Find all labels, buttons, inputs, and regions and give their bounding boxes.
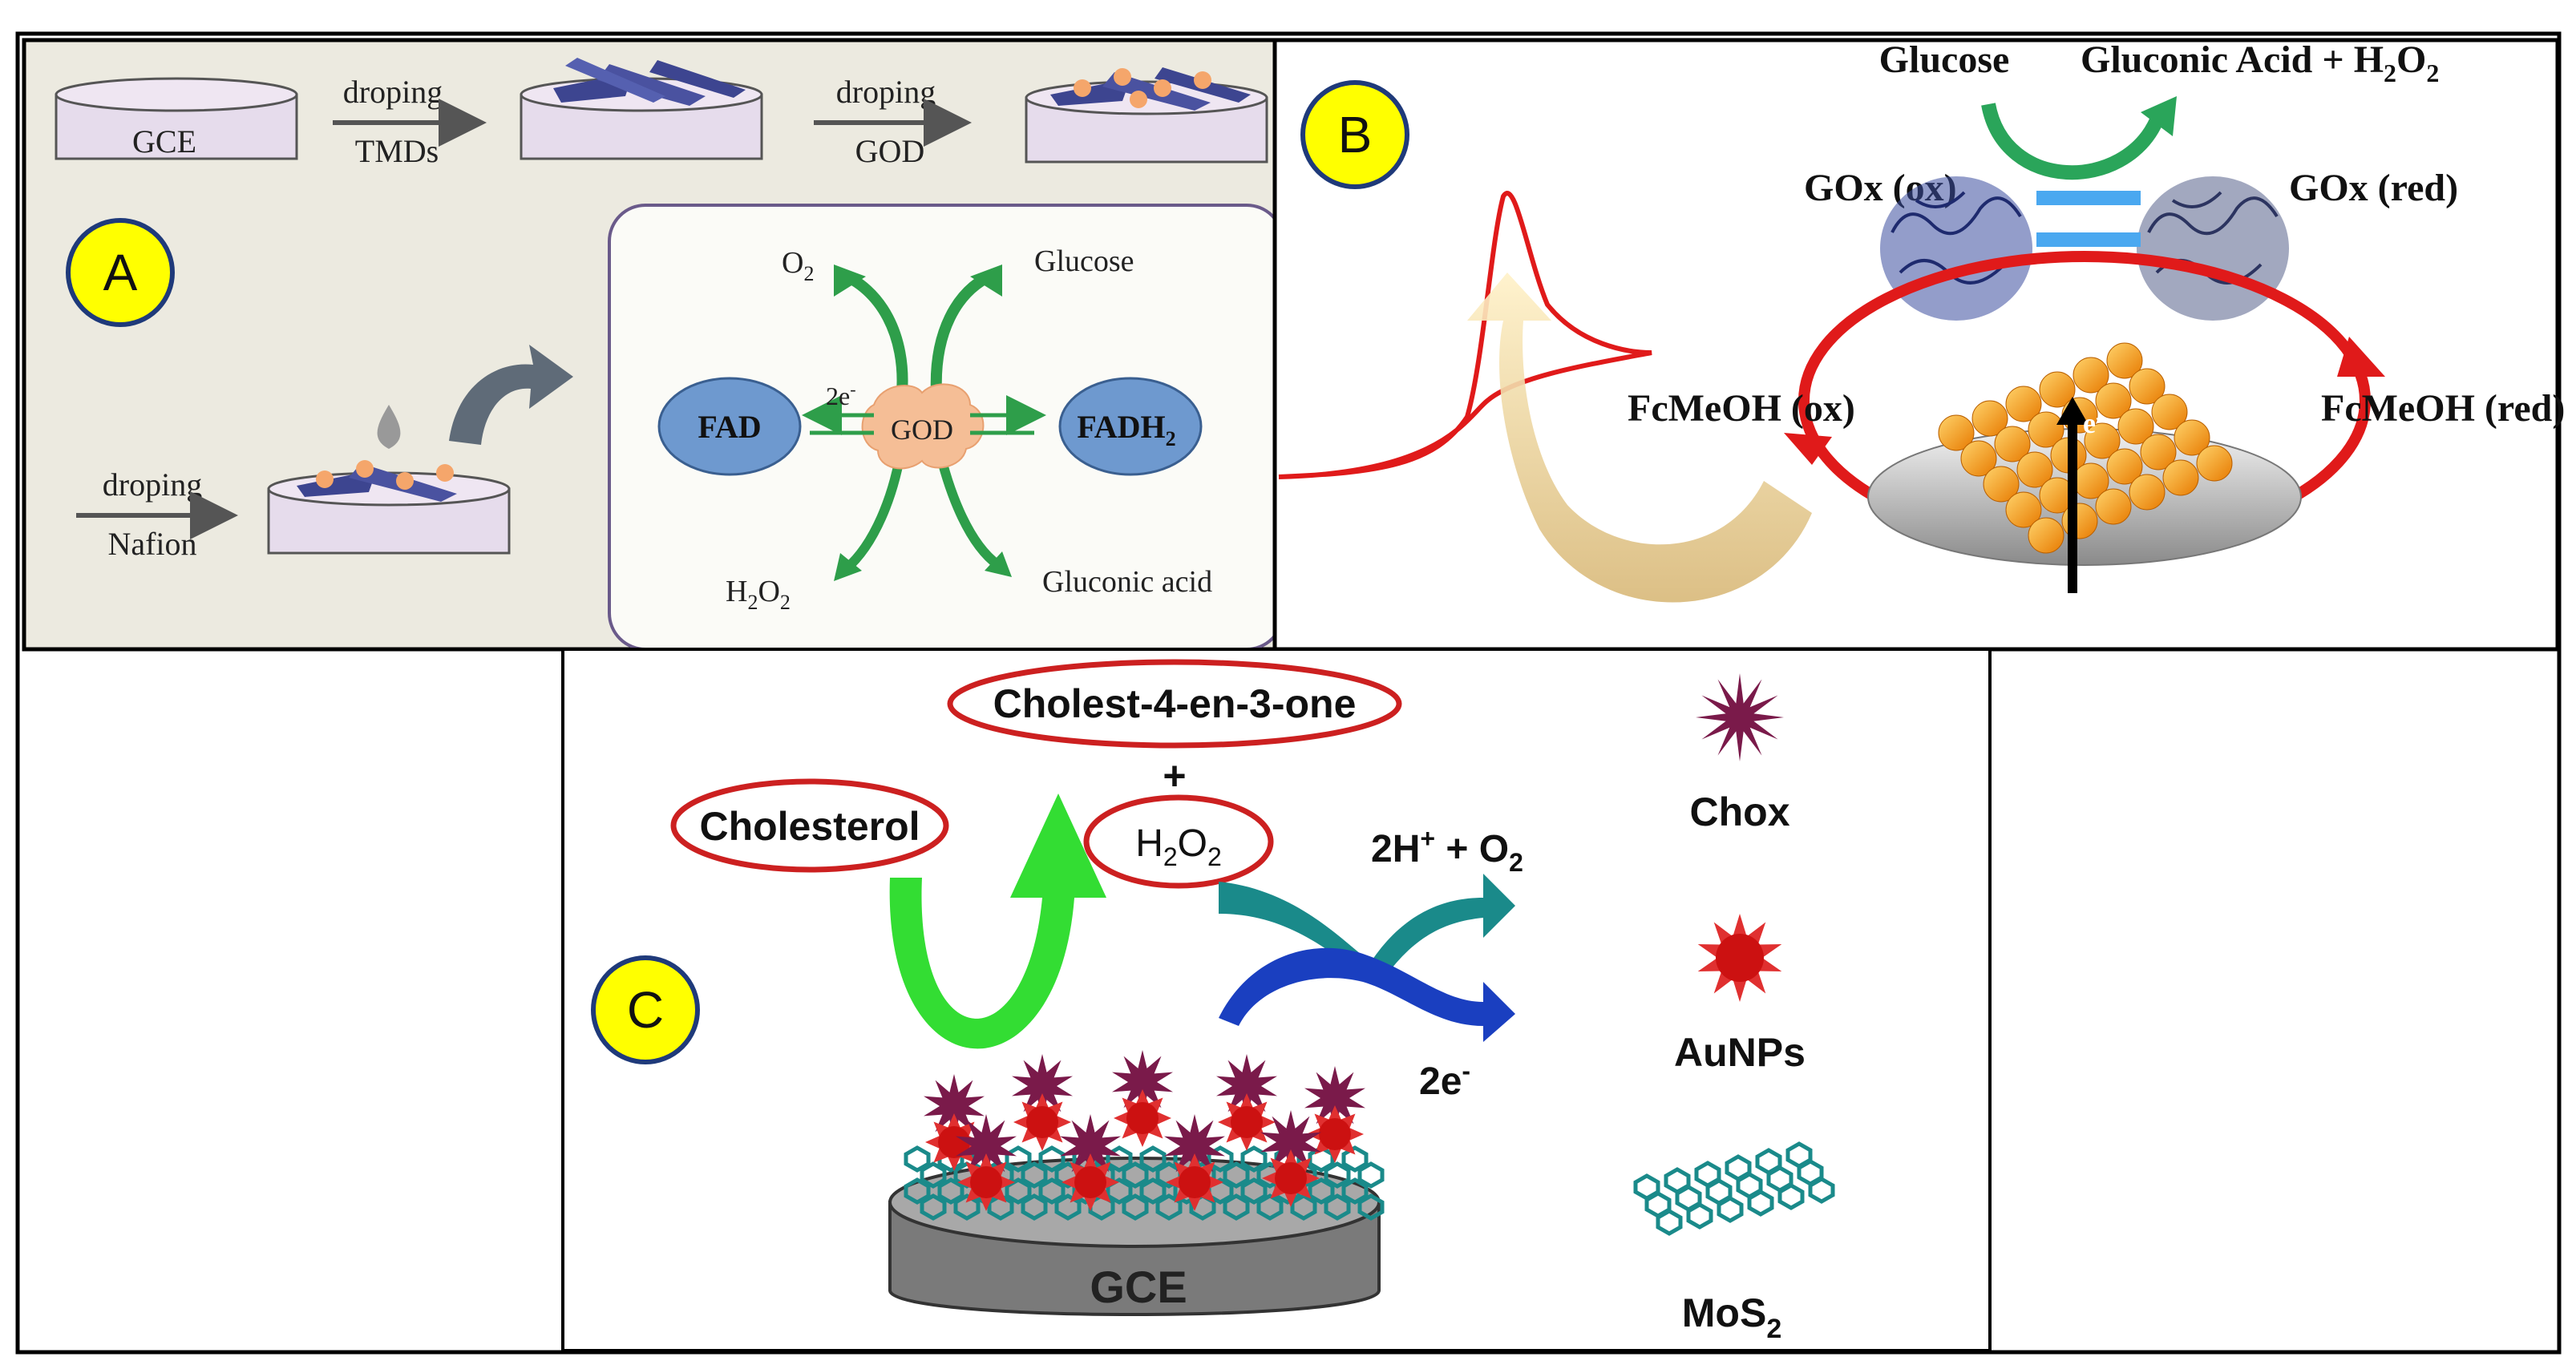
h2o2-label-c: H2O2: [1135, 822, 1222, 871]
products-label: 2H+ + O2: [1371, 824, 1523, 877]
legend-chox: Chox: [1690, 673, 1790, 834]
gox-enzyme-red: [2137, 176, 2289, 321]
svg-text:C: C: [627, 981, 664, 1039]
panel-a-badge: A: [66, 218, 175, 327]
fcmeoh-ox-label: FcMeOH (ox): [1628, 387, 1855, 430]
cholesterol-ellipse: [670, 778, 949, 873]
fadh2-node: [1058, 377, 1203, 476]
cholestenone-ellipse: [947, 659, 1402, 749]
aunp-icon: [1697, 914, 1782, 1002]
chox-icon: [1696, 673, 1784, 761]
cholesterol-conversion-arrow: [889, 794, 1106, 1049]
panel-c: C Cholest-4-en-3-one Cholesterol + H2O2 …: [561, 648, 1992, 1352]
gluconic-label-b: Gluconic Acid + H2O2: [2081, 38, 2439, 87]
electrode-final: [267, 405, 511, 555]
fadh2-label: FADH2: [1077, 409, 1175, 450]
electrode-tmds: [520, 58, 763, 160]
nanocomposite-particles: [924, 1050, 1365, 1211]
cv-curve: [1278, 191, 1652, 479]
gox-enzyme-ox: [1880, 176, 2032, 321]
electron-transfer-arrows: [2036, 191, 2141, 205]
cholestenone-label: Cholest-4-en-3-one: [993, 681, 1357, 726]
step2-top-label: droping: [836, 74, 936, 110]
two-electron-label: 2e-: [826, 379, 856, 410]
svg-text:Chox: Chox: [1690, 789, 1790, 834]
electrode-tmds-god: [1025, 67, 1268, 164]
panel-c-badge: C: [591, 955, 700, 1064]
glucose-label: Glucose: [1034, 244, 1134, 278]
feedback-arrow: [1467, 273, 1812, 603]
electrode-label: GCE: [132, 123, 196, 160]
gce-label-c: GCE: [1090, 1262, 1187, 1312]
svg-text:MoS2: MoS2: [1682, 1290, 1781, 1344]
plus-sign: +: [1163, 753, 1186, 798]
legend-aunps: AuNPs: [1674, 914, 1806, 1075]
step2-bottom-label: GOD: [855, 133, 925, 169]
svg-text:B: B: [1338, 106, 1373, 164]
step3-top-label: droping: [103, 466, 202, 503]
oxidation-arrow-blue: [1219, 947, 1515, 1042]
gluconic-acid-label: Gluconic acid: [1042, 565, 1212, 599]
h2o2-label: H2O2: [726, 575, 791, 614]
electrode-bare: GCE: [55, 77, 298, 160]
o2-label: O2: [782, 246, 814, 285]
cholesterol-label: Cholesterol: [699, 804, 920, 849]
two-electron-label-c: 2e-: [1419, 1056, 1470, 1103]
panel-b-badge: B: [1300, 80, 1409, 189]
gold-nanoparticle-array: [1938, 342, 2233, 554]
step1-top-label: droping: [343, 74, 443, 110]
panel-a: GCE droping TMDs droping GOD: [22, 38, 1284, 652]
fcmeoh-red-label: FcMeOH (red): [2321, 387, 2565, 430]
mos2-icon: [1633, 1141, 1835, 1236]
legend-mos2: MoS2: [1633, 1141, 1835, 1344]
fad-label: FAD: [698, 409, 761, 445]
glucose-conversion-arrow: [1981, 103, 2164, 180]
step3-bottom-label: Nafion: [107, 526, 196, 562]
nafion-drop-icon: [377, 405, 401, 449]
curved-arrow-icon: [449, 345, 573, 445]
svg-text:AuNPs: AuNPs: [1674, 1030, 1806, 1075]
panel-b: B Glucose Gluconic Acid + H2O2 GOx (ox) …: [1272, 38, 2565, 652]
panel-b-frame: [1272, 38, 2560, 652]
h2o2-ellipse: [1083, 794, 1274, 889]
glucose-label-b: Glucose: [1879, 38, 2010, 81]
god-node: [861, 383, 985, 470]
step1-bottom-label: TMDs: [355, 133, 439, 169]
svg-text:A: A: [103, 244, 138, 301]
god-label: GOD: [891, 414, 953, 446]
gox-red-label: GOx (red): [2289, 167, 2458, 209]
electron-label: e-: [2083, 407, 2102, 439]
fad-node: [657, 377, 802, 476]
